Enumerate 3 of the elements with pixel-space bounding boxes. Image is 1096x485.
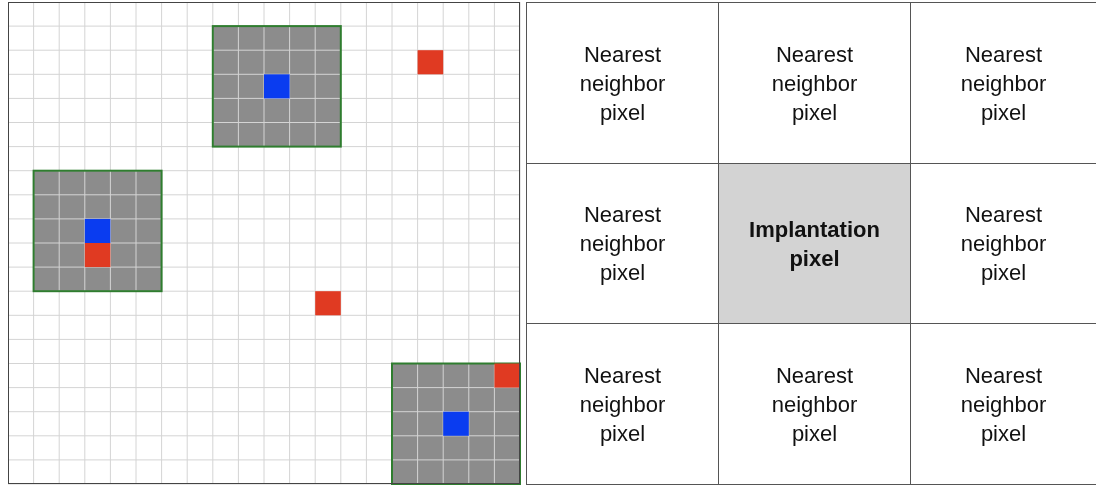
table-cell: Nearest neighbor pixel <box>526 323 719 485</box>
highlighted-table-cell: Implantation pixel <box>718 163 911 324</box>
table-cell: Nearest neighbor pixel <box>526 2 719 164</box>
